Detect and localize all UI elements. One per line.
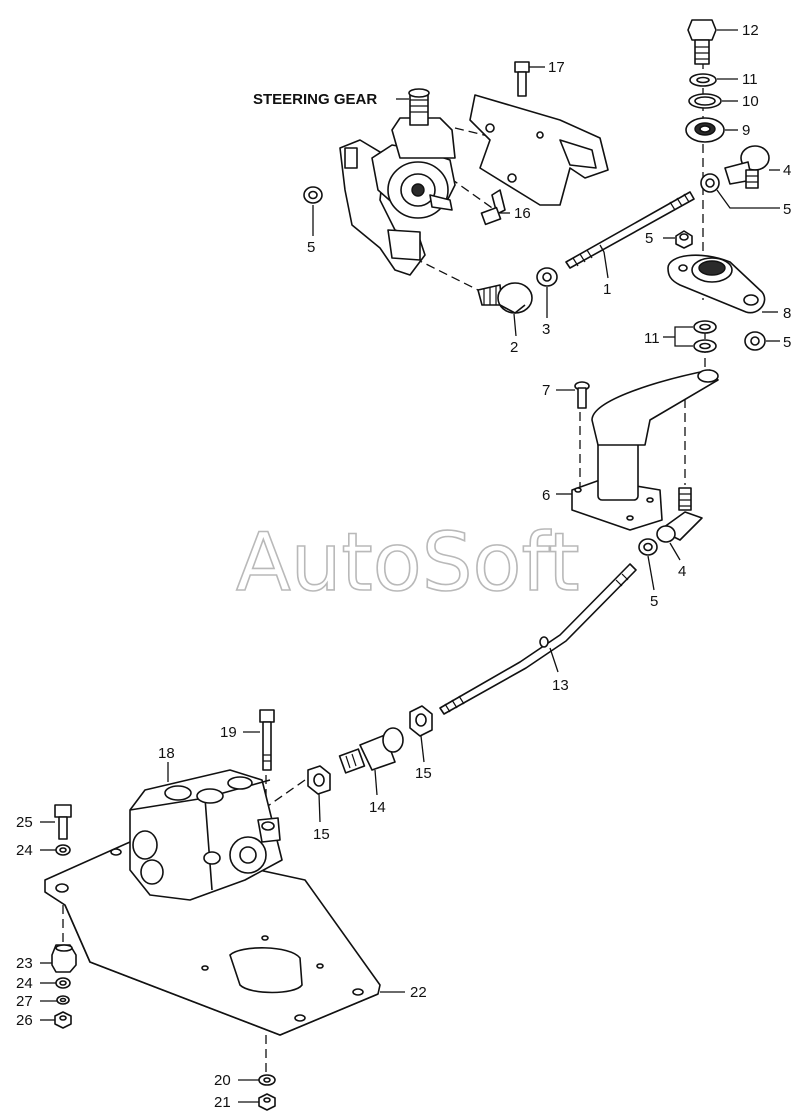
callout-6: 6: [542, 487, 550, 504]
callout-labels: STEERING GEAR 12 17 11 10 9 4 5 5 5 16 1…: [16, 22, 791, 1111]
washer-24-bottom: [55, 977, 71, 989]
callout-13: 13: [552, 677, 569, 694]
callout-2: 2: [510, 339, 518, 356]
callout-4-lower: 4: [678, 563, 686, 580]
leader-lines: [40, 29, 780, 1103]
rod-13: [439, 563, 637, 715]
bolt-25: [54, 804, 72, 840]
nut-15-left: [307, 765, 331, 795]
callout-1: 1: [603, 281, 611, 298]
callout-10: 10: [742, 93, 759, 110]
callout-4-top: 4: [783, 162, 791, 179]
ball-joint-2: [477, 282, 533, 314]
callout-15-right: 15: [415, 765, 432, 782]
rod-1: [565, 191, 695, 269]
control-valve-18: [129, 769, 283, 901]
nut-21: [258, 1093, 276, 1111]
nut-26: [54, 1011, 72, 1029]
washer-11-top: [689, 73, 717, 87]
callout-15-left: 15: [313, 826, 330, 843]
callout-26: 26: [16, 1012, 33, 1029]
callout-5-lower: 5: [650, 593, 658, 610]
steering-gear-label: STEERING GEAR: [253, 91, 377, 108]
washer-24-top: [55, 844, 71, 856]
nut-5-lower: [638, 538, 658, 556]
callout-25: 25: [16, 814, 33, 831]
lever-housing-6: [571, 369, 719, 531]
rod-end-14: [338, 727, 404, 774]
callout-18: 18: [158, 745, 175, 762]
base-plate-22: [44, 841, 381, 1036]
callout-16: 16: [514, 205, 531, 222]
callout-7: 7: [542, 382, 550, 399]
callout-9: 9: [742, 122, 750, 139]
callout-11-pair: 11: [644, 330, 660, 347]
callout-27: 27: [16, 993, 33, 1010]
bearing-9: [685, 117, 725, 143]
bolt-7: [574, 381, 590, 409]
bolt-19: [259, 709, 275, 771]
nut-5-mid: [675, 230, 693, 249]
washer-27: [56, 995, 70, 1005]
watermark: AutoSoft: [236, 516, 580, 609]
callout-24-bottom: 24: [16, 975, 33, 992]
callout-22: 22: [410, 984, 427, 1001]
callout-24-top: 24: [16, 842, 33, 859]
arm-8: [667, 254, 766, 314]
callout-17: 17: [548, 59, 565, 76]
callout-5-left: 5: [307, 239, 315, 256]
ball-joint-4-lower: [656, 487, 703, 543]
steering-gear-assembly: [339, 88, 609, 276]
nut-5-top-right: [700, 173, 720, 193]
callout-5-top-right: 5: [783, 201, 791, 218]
nut-15-right: [409, 705, 433, 737]
snap-ring-10: [688, 93, 722, 109]
callout-19: 19: [220, 724, 237, 741]
mount-23: [51, 944, 77, 973]
bolt-16: [480, 189, 506, 226]
washer-20: [258, 1074, 276, 1086]
nut-5-left: [303, 186, 323, 204]
callout-8: 8: [783, 305, 791, 322]
callout-3: 3: [542, 321, 550, 338]
callout-21: 21: [214, 1094, 231, 1111]
callout-5-arm: 5: [783, 334, 791, 351]
nut-3: [536, 267, 558, 287]
bolt-17: [514, 61, 530, 97]
callout-20: 20: [214, 1072, 231, 1089]
nut-5-arm: [744, 331, 766, 351]
callout-14: 14: [369, 799, 386, 816]
callout-12: 12: [742, 22, 759, 39]
washers-11-pair: [693, 320, 717, 353]
callout-11-top: 11: [742, 71, 758, 88]
bolt-12: [687, 19, 717, 65]
callout-23: 23: [16, 955, 33, 972]
callout-5-mid: 5: [645, 230, 653, 247]
ball-joint-4-top: [724, 145, 770, 189]
